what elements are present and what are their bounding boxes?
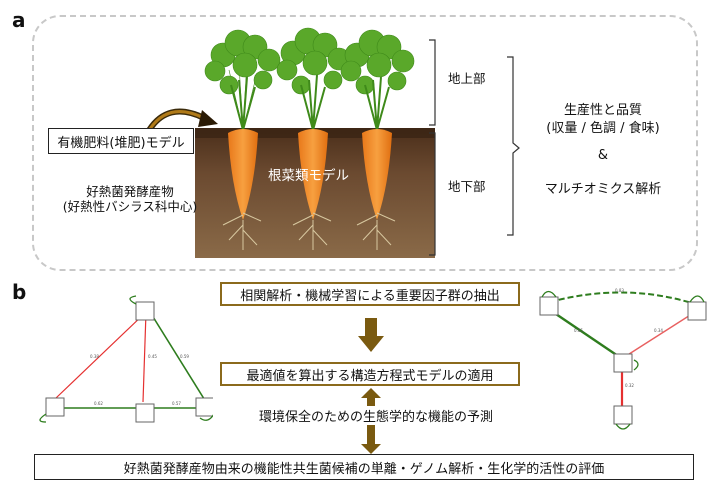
step-ecological-text: 環境保全のための生態学的な機能の予測 (255, 406, 498, 425)
brackets (429, 39, 520, 256)
step-extraction-text: 相関解析・機械学習による重要因子群の抽出 (240, 288, 500, 304)
carrot-illustration (195, 27, 435, 258)
step-sem-box: 最適値を算出する構造方程式モデルの適用 (220, 362, 520, 386)
edge-label: 0.38 (90, 354, 99, 359)
step-extraction-box: 相関解析・機械学習による重要因子群の抽出 (220, 282, 520, 306)
edge-label: 0.45 (148, 354, 157, 359)
organic-fertilizer-model-text: 有機肥料(堆肥)モデル (57, 135, 185, 151)
thermophile-label-2: (好熱性バシラス科中心) (62, 199, 198, 214)
panel-a-frame (32, 15, 698, 271)
root-vegetable-label: 根菜類モデル (268, 168, 349, 184)
right-network-diagram: 0.83 0.85 0.34 0.32 (539, 288, 707, 430)
multiomics-analysis: マルチオミクス解析 (544, 182, 662, 197)
carrot-leaves (204, 27, 415, 131)
step-isolation-box: 好熱菌発酵産物由来の機能性共生菌候補の単離・ゲノム解析・生化学的活性の評価 (34, 454, 694, 480)
productivity-quality: 生産性と品質 (563, 103, 642, 118)
thermophile-label-1: 好熱菌発酵産物 (86, 184, 174, 199)
down-arrow-icon (358, 318, 384, 352)
panel-a-label: a (12, 8, 26, 32)
edge-label: 0.83 (615, 288, 624, 293)
organic-fertilizer-model-box: 有機肥料(堆肥)モデル (48, 128, 194, 154)
edge-label: 0.85 (574, 328, 583, 333)
panel-b-label: b (12, 280, 27, 304)
above-ground-label: 地上部 (448, 71, 486, 86)
edge-label: 0.62 (94, 401, 103, 406)
carrots (228, 129, 392, 220)
below-ground-label: 地下部 (448, 179, 486, 194)
curved-arrow-icon (145, 108, 218, 134)
ampersand: & (597, 148, 609, 163)
yield-color-taste: (収量 / 色調 / 食味) (546, 121, 660, 136)
edge-label: 0.34 (654, 328, 663, 333)
edge-label: 0.59 (180, 354, 189, 359)
left-network-diagram: 0.38 0.45 0.59 0.62 0.57 (39, 295, 213, 423)
step-isolation-text: 好熱菌発酵産物由来の機能性共生菌候補の単離・ゲノム解析・生化学的活性の評価 (123, 461, 605, 477)
edge-label: 0.32 (625, 383, 634, 388)
edge-label: 0.57 (172, 401, 181, 406)
step-sem-text: 最適値を算出する構造方程式モデルの適用 (246, 368, 494, 384)
